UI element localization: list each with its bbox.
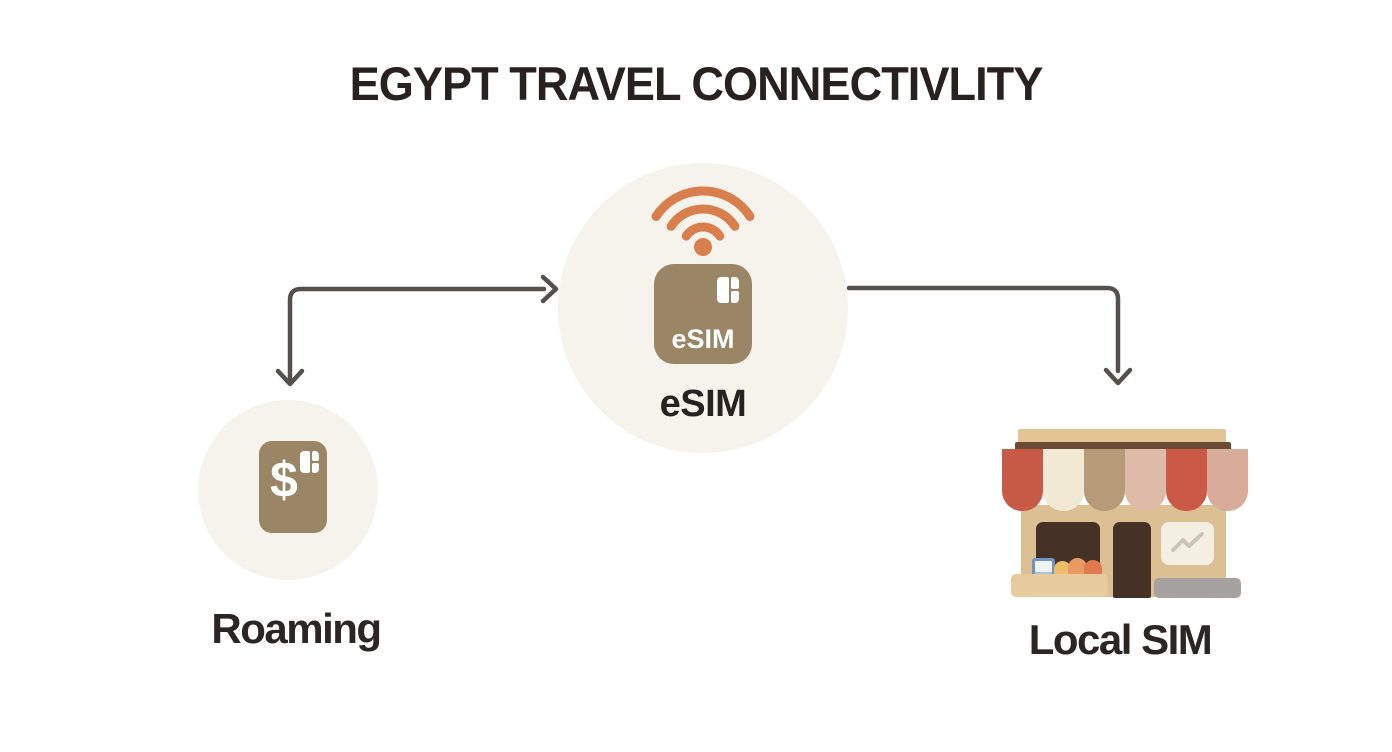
- storefront-beam: [1015, 442, 1231, 451]
- dollar-sim-card-icon: $: [259, 441, 327, 533]
- page-title: EGYPT TRAVEL CONNECTIVLITY: [349, 57, 1044, 110]
- esim-node: eSIM eSIM: [558, 163, 848, 453]
- storefront-counter: [1011, 574, 1108, 597]
- arrowhead-down-icon: [275, 368, 305, 387]
- dollar-symbol: $: [270, 452, 298, 508]
- esim-label: eSIM: [659, 383, 747, 425]
- sim-chip-contact-icon: [300, 451, 320, 475]
- storefront-awning: [1002, 449, 1248, 511]
- storefront-door: [1113, 522, 1151, 598]
- arrow-esim-to-local-sim: [846, 285, 1133, 386]
- storefront-roof: [1018, 429, 1226, 445]
- storefront-crate-icon: [1032, 558, 1055, 577]
- trend-line-icon: [1171, 532, 1204, 552]
- arrowhead-down-icon: [1103, 367, 1133, 386]
- storefront-fruit-icon: [1068, 558, 1087, 577]
- esim-chip-text: eSIM: [671, 324, 735, 354]
- storefront-mat: [1154, 578, 1241, 598]
- storefront-icon: [1000, 428, 1248, 598]
- local-sim-label: Local SIM: [1028, 616, 1213, 663]
- esim-card-icon: eSIM: [654, 264, 752, 364]
- storefront-fruit-icon: [1054, 561, 1071, 577]
- arrow-esim-to-roaming: [275, 274, 559, 387]
- wifi-icon: [651, 186, 755, 256]
- arrowhead-right-icon: [540, 274, 559, 304]
- storefront-fruit-icon: [1084, 560, 1102, 577]
- sim-chip-contact-icon: [717, 277, 741, 305]
- roaming-label: Roaming: [211, 605, 382, 652]
- storefront-sign: [1161, 522, 1214, 565]
- roaming-node: $: [198, 400, 378, 580]
